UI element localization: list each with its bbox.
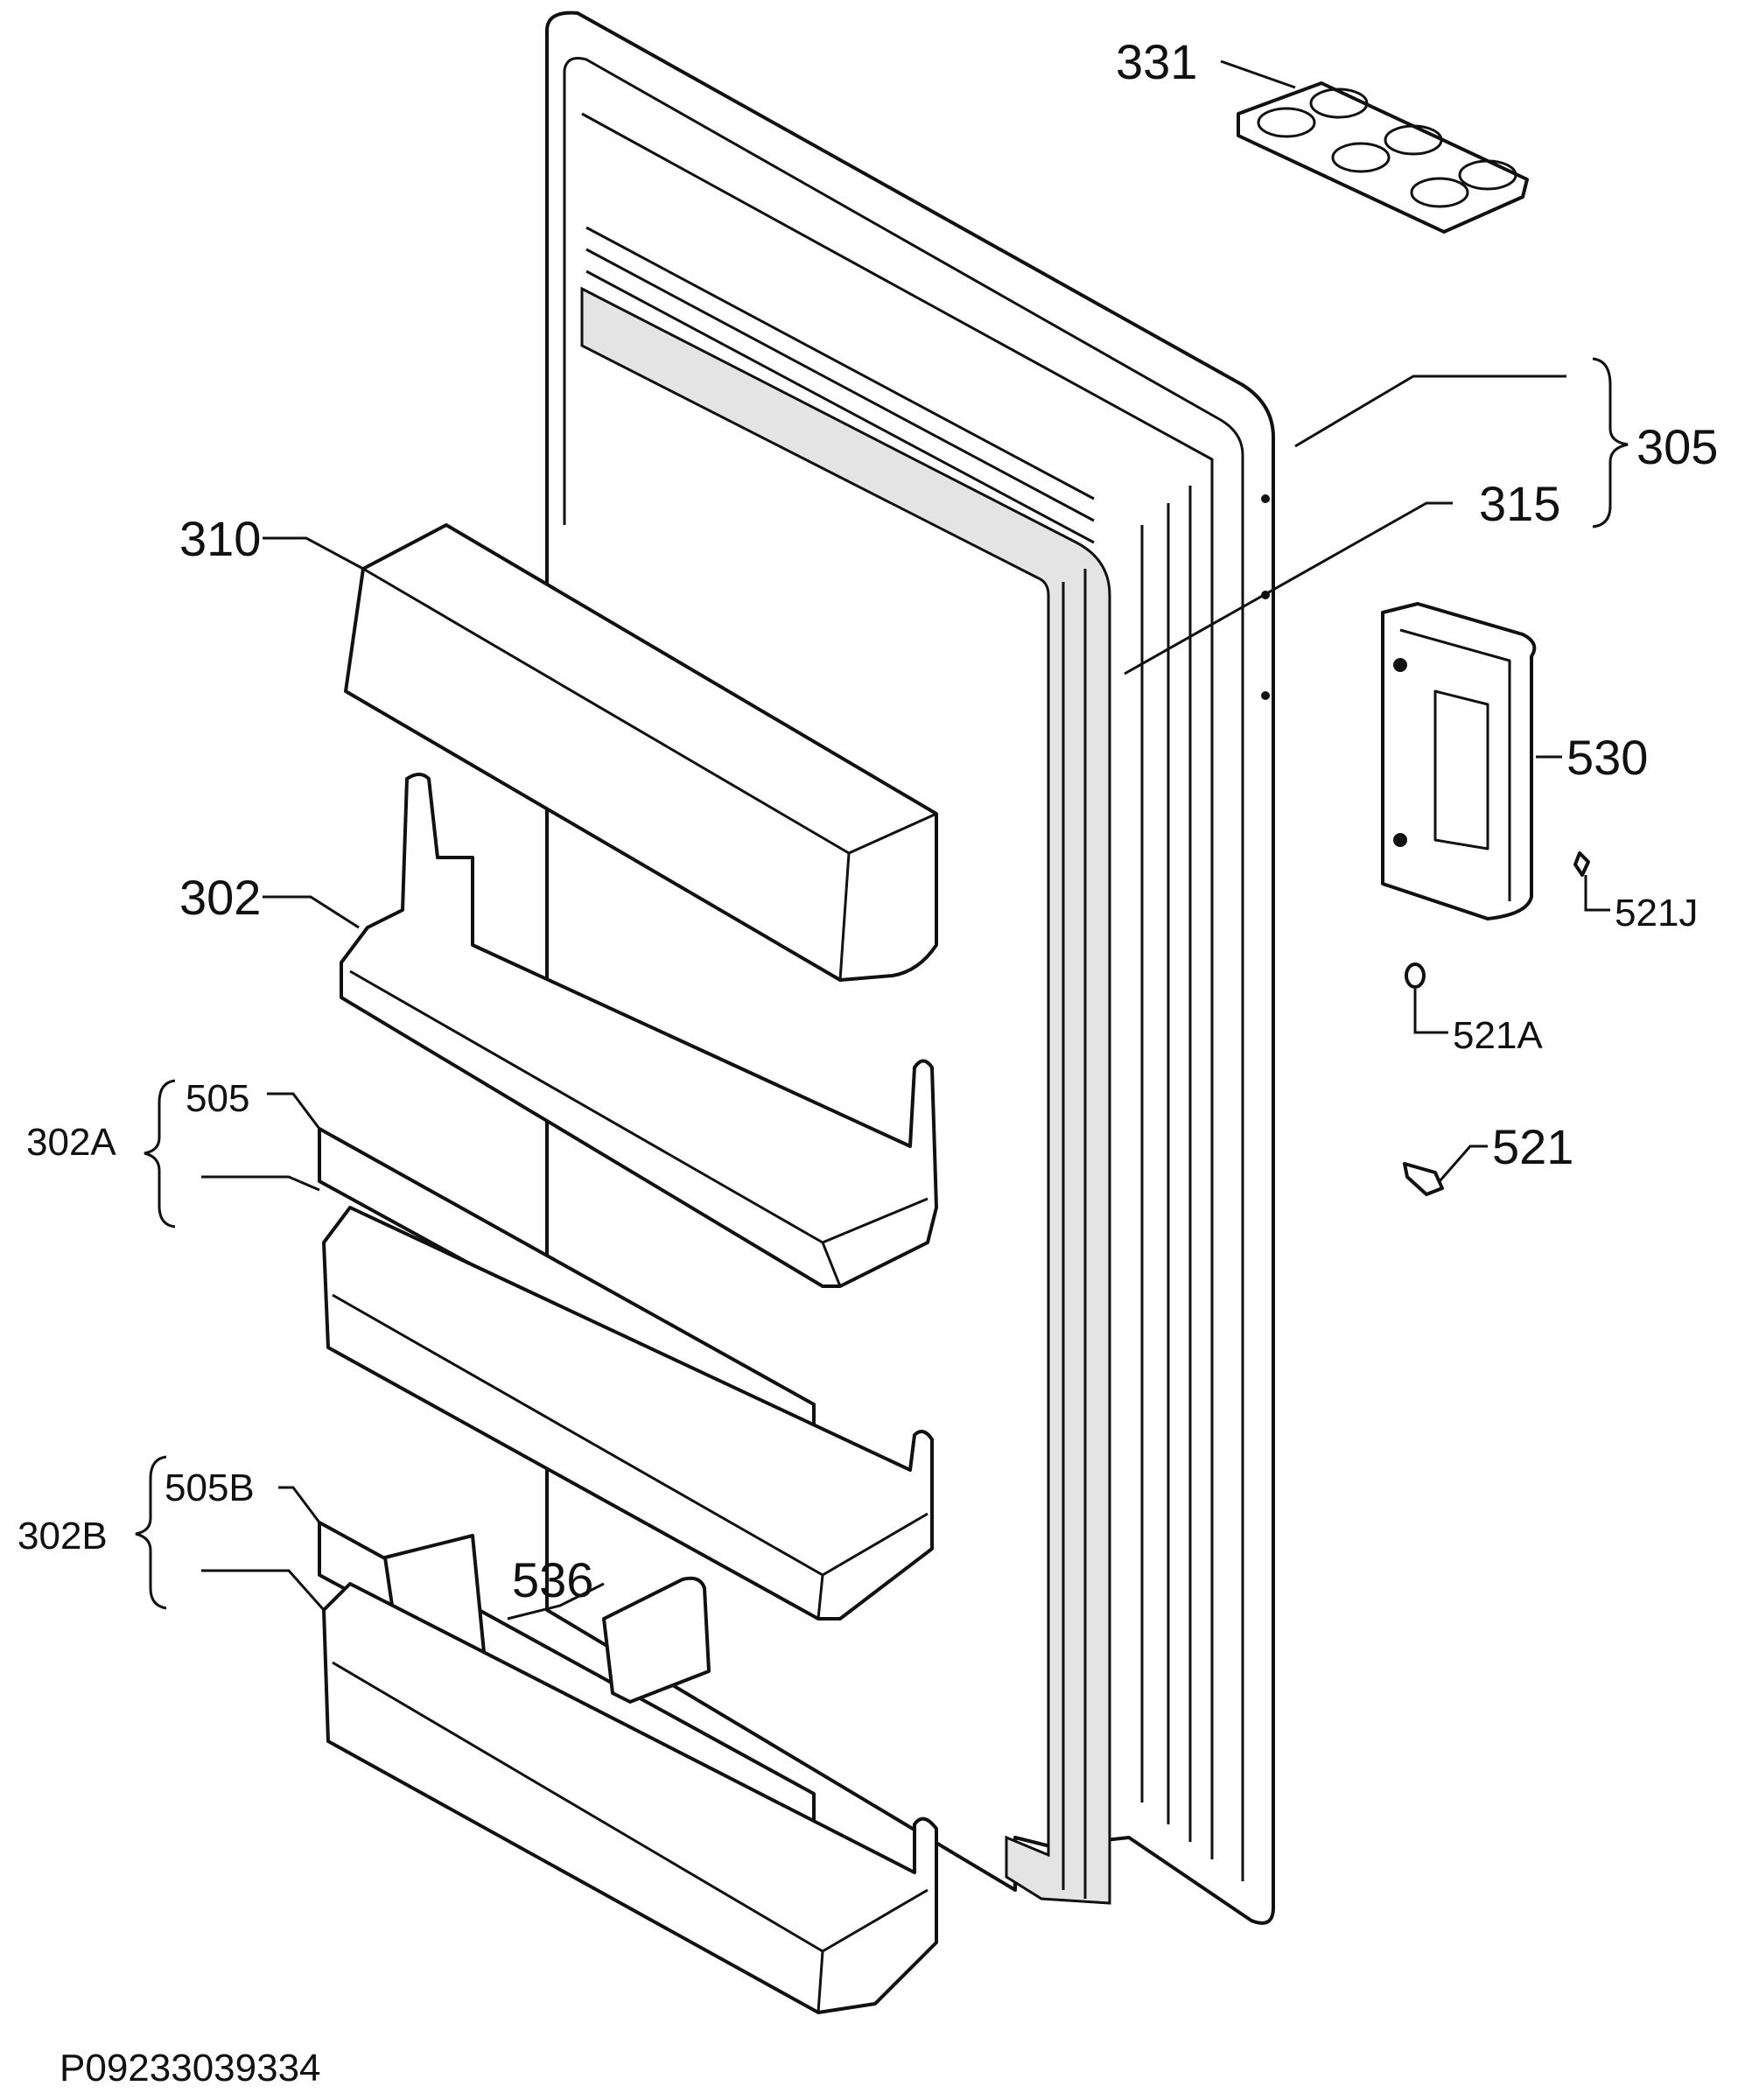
label-302a: 302A [26,1121,116,1164]
door-handle [1381,602,1537,920]
label-505: 505 [186,1077,249,1120]
label-536: 536 [512,1552,593,1607]
bottle-divider [602,1576,711,1704]
door-shelf-302a [318,1127,934,1620]
label-302: 302 [179,870,261,925]
label-521a: 521A [1453,1014,1543,1057]
egg-tray [1237,81,1529,234]
label-302b: 302B [18,1515,108,1558]
label-505b: 505B [165,1466,255,1509]
door-inner-frame-2 [581,112,1214,1859]
door-shelf-302b [318,1521,938,2014]
label-310: 310 [179,511,261,566]
brace-305-icon [1592,357,1629,528]
hinge-hole-icon [1261,494,1270,503]
door-gasket [580,286,1111,1905]
door-inner-frame [563,57,1244,1881]
label-530: 530 [1566,730,1648,785]
label-331: 331 [1116,34,1197,89]
brace-302a-icon [144,1079,176,1228]
label-521: 521 [1492,1119,1573,1174]
leader-lines [201,60,1610,1620]
screw-icon [1403,1162,1444,1196]
brace-302b-icon [135,1455,167,1610]
washer-icon [1405,962,1426,989]
hinge-hole-icon [1261,691,1270,700]
label-315: 315 [1479,476,1560,531]
screw-icon [1573,851,1590,877]
door-shelf-302 [340,773,938,1288]
label-305: 305 [1636,419,1718,474]
shelf-cover [344,523,938,982]
drawing-code: P09233039334 [60,2047,321,2090]
vent-grille [585,226,1095,566]
label-521j: 521J [1615,892,1698,934]
